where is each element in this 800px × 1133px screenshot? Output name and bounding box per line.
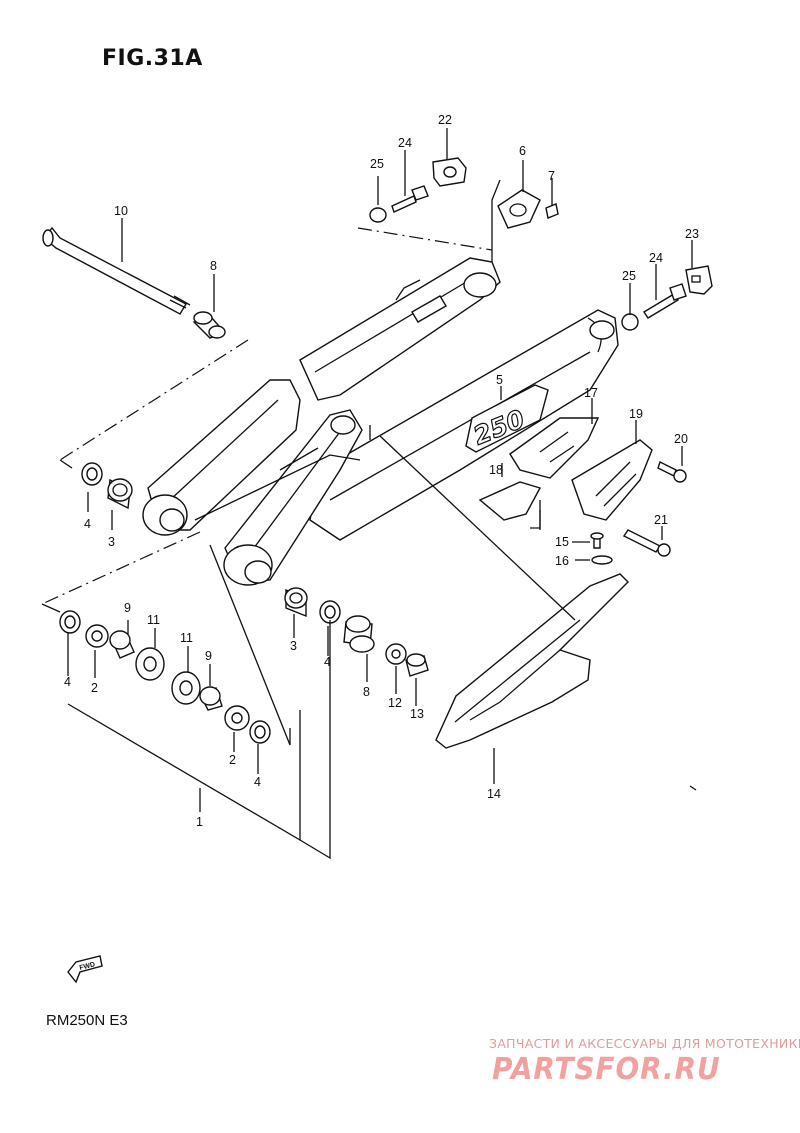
callout-16: 16: [555, 554, 569, 568]
callout-20: 20: [674, 432, 688, 446]
callout-23: 23: [685, 227, 699, 241]
callout-24-upper: 24: [398, 136, 412, 150]
callout-9-a: 9: [124, 601, 131, 615]
callout-11-b: 11: [180, 631, 193, 645]
bearing-3-left: [107, 478, 133, 510]
watermark-tagline: ЗАПЧАСТИ И АКСЕССУАРЫ ДЛЯ МОТОТЕХНИКИ: [489, 1036, 800, 1051]
callout-6: 6: [519, 144, 526, 158]
leader-lines: [41, 128, 697, 860]
callout-7: 7: [548, 169, 555, 183]
adjuster-plate-23: [685, 265, 713, 295]
callout-25-right: 25: [622, 269, 636, 283]
callout-numbers: 22 24 25 6 7 10 8 23 24 25 5 17 19 20 18…: [64, 113, 699, 829]
screw-15: [590, 532, 604, 549]
pivot-collar-8-top: [192, 311, 226, 339]
oil-seal-4-a: [59, 610, 81, 634]
callout-10: 10: [114, 204, 128, 218]
spacer-2-a: [85, 624, 109, 648]
watermark-brand: PARTSFOR.RU: [492, 1052, 721, 1087]
nut-25-right: [621, 313, 639, 331]
callout-2-b: 2: [229, 753, 236, 767]
callout-3-left: 3: [108, 535, 115, 549]
callout-4-b: 4: [254, 775, 261, 789]
bushing-9-b: [199, 686, 223, 711]
bolt-24-right: [643, 283, 687, 319]
callout-21: 21: [654, 513, 668, 527]
fwd-label: FWD: [79, 961, 96, 972]
callout-13: 13: [410, 707, 424, 721]
nut-25-upper: [369, 207, 387, 223]
callout-24-right: 24: [649, 251, 663, 265]
callout-5: 5: [496, 373, 503, 387]
chain-guide-18: [478, 481, 542, 521]
washer-11-b: [171, 671, 201, 705]
bushing-9-a: [109, 630, 135, 659]
pivot-collar-8-lower: [343, 615, 375, 653]
callout-8-lower: 8: [363, 685, 370, 699]
figure-title: FIG.31A: [102, 46, 203, 71]
callout-11-a: 11: [147, 613, 160, 627]
washer-16: [591, 555, 613, 565]
callout-25-upper: 25: [370, 157, 384, 171]
callout-22: 22: [438, 113, 452, 127]
pivot-axle: [42, 226, 191, 315]
bearing-3-right: [284, 587, 308, 618]
fwd-arrow-icon: FWD: [67, 955, 103, 984]
guard-plate-6: [497, 189, 541, 229]
callout-19: 19: [629, 407, 643, 421]
oil-seal-4-left: [81, 462, 103, 486]
callout-4-left: 4: [84, 517, 91, 531]
chain-buffer-14: [435, 573, 629, 749]
oil-seal-4-b: [249, 720, 271, 744]
callout-4-a: 4: [64, 675, 71, 689]
washer-12: [385, 643, 407, 665]
bolt-21: [622, 529, 671, 557]
callout-17: 17: [584, 386, 598, 400]
bolt-7: [545, 203, 559, 219]
callout-2-a: 2: [91, 681, 98, 695]
callout-1: 1: [196, 815, 203, 829]
callout-12: 12: [388, 696, 402, 710]
model-code: RM250N E3: [46, 1012, 128, 1029]
washer-11-a: [135, 647, 165, 681]
callout-14: 14: [487, 787, 501, 801]
bolt-20: [657, 461, 687, 483]
chain-guide-17: [509, 417, 600, 479]
bolt-24-upper: [391, 185, 429, 213]
callout-8-top: 8: [210, 259, 217, 273]
callout-18: 18: [489, 463, 503, 477]
callout-15: 15: [555, 535, 569, 549]
callout-9-b: 9: [205, 649, 212, 663]
oil-seal-4-c: [319, 600, 341, 624]
spacer-2-b: [224, 705, 250, 731]
callout-4-c: 4: [324, 655, 331, 669]
nut-13: [405, 653, 429, 677]
adjuster-plate-22: [432, 157, 467, 187]
chain-guide-19: [571, 439, 653, 521]
callout-3-right: 3: [290, 639, 297, 653]
